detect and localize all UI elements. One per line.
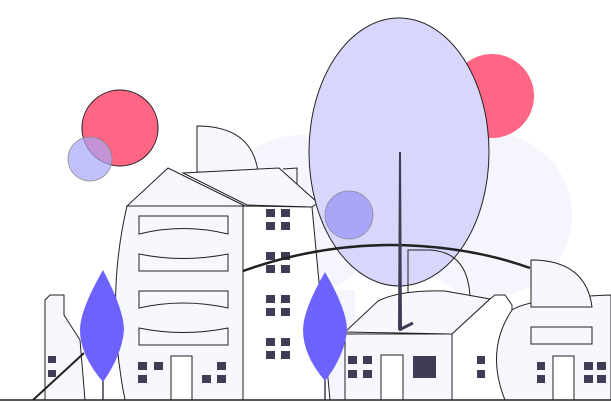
bubble-left: [67, 136, 113, 182]
blue-tree: [303, 272, 347, 400]
balconies: [138, 215, 229, 346]
tree-trunk: [398, 152, 402, 330]
side-windows: [266, 209, 290, 359]
house-door: [380, 354, 404, 401]
blue-tree: [80, 270, 124, 400]
dome: [196, 125, 259, 173]
roof-2: [181, 167, 319, 208]
bubble: [324, 190, 374, 240]
door: [170, 355, 193, 401]
right-building: [496, 294, 611, 401]
arc: [242, 243, 531, 273]
